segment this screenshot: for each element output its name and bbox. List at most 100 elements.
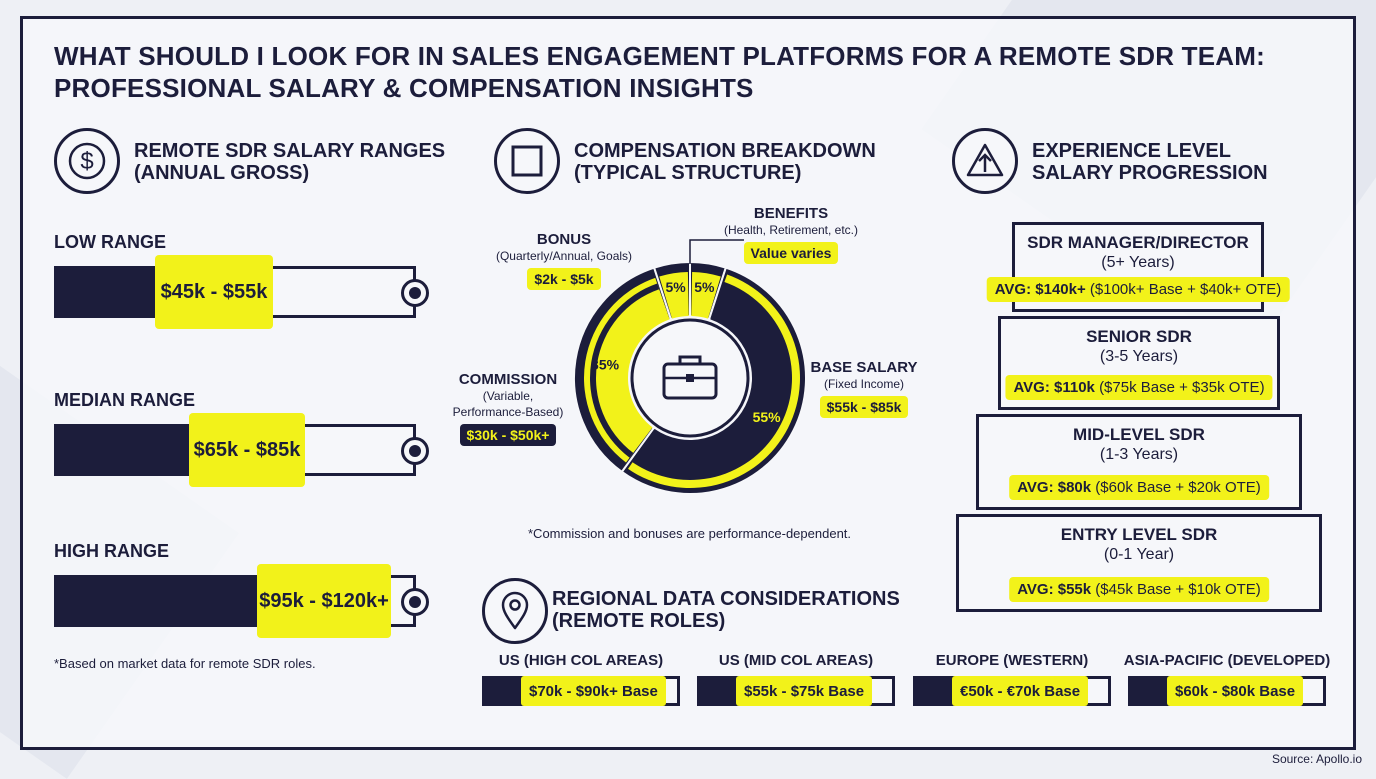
- bonus-note: (Quarterly/Annual, Goals): [495, 249, 633, 263]
- regional-heading: REGIONAL DATA CONSIDERATIONS (REMOTE ROL…: [552, 588, 900, 632]
- range-end-knob: [401, 437, 429, 465]
- benefits-name: BENEFITS: [753, 205, 829, 222]
- step-level: SDR MANAGER/DIRECTOR: [1027, 233, 1249, 252]
- range-end-knob: [401, 279, 429, 307]
- step-average-badge: AVG: $80k ($60k Base + $20k OTE): [1009, 475, 1269, 500]
- step-years: (5+ Years): [1101, 254, 1175, 271]
- salary-footnote: *Based on market data for remote SDR rol…: [54, 656, 316, 671]
- region-bar-fill: [700, 679, 740, 703]
- step-detail: ($45k Base + $10k OTE): [1095, 581, 1261, 598]
- step-years: (3-5 Years): [1099, 348, 1179, 365]
- benefits-label: BENEFITS (Health, Retirement, etc.) Valu…: [706, 206, 876, 264]
- benefits-leader-line: [689, 239, 744, 264]
- region-bar: $60k - $80k Base: [1128, 676, 1326, 706]
- region-name: US (HIGH COL AREAS): [498, 652, 664, 669]
- commission-note-2: Performance-Based): [452, 405, 564, 419]
- commission-label: COMMISSION (Variable, Performance-Based)…: [440, 372, 576, 446]
- regional-title: REGIONAL DATA CONSIDERATIONS: [552, 588, 900, 610]
- briefcase-icon: [662, 355, 718, 400]
- bonus-name: BONUS: [536, 231, 592, 248]
- range-bar: $65k - $85k: [54, 413, 429, 487]
- progression-heading: EXPERIENCE LEVEL SALARY PROGRESSION: [1032, 140, 1268, 184]
- region-bar: $70k - $90k+ Base: [482, 676, 680, 706]
- region-range-label: $70k - $90k+ Base: [521, 676, 666, 706]
- step-average-badge: AVG: $55k ($45k Base + $10k OTE): [1009, 577, 1269, 602]
- step-detail: ($75k Base + $35k OTE): [1099, 379, 1265, 396]
- region-bar: €50k - €70k Base: [913, 676, 1111, 706]
- donut-slice-base-salary: [631, 281, 792, 480]
- region-name: US (MID COL AREAS): [718, 652, 874, 669]
- step-level: MID-LEVEL SDR: [1073, 425, 1205, 444]
- region-bar: $55k - $75k Base: [697, 676, 895, 706]
- progression-step: ENTRY LEVEL SDR (0-1 Year) AVG: $55k ($45k…: [956, 514, 1322, 612]
- donut-slice-label: 5%: [665, 279, 686, 295]
- compensation-donut-chart: 5% 55% 35% 5%: [573, 260, 807, 495]
- range-label: LOW RANGE: [54, 232, 166, 252]
- step-years: (1-3 Years): [1099, 446, 1179, 463]
- square-icon: [494, 128, 560, 194]
- breakdown-footnote: *Commission and bonuses are performance-…: [528, 526, 852, 541]
- dollar-circle-icon: $: [54, 128, 120, 194]
- svg-text:$: $: [80, 148, 93, 175]
- range-value-label: $65k - $85k: [189, 413, 305, 487]
- base-salary-note: (Fixed Income): [823, 377, 905, 391]
- commission-name: COMMISSION: [458, 371, 558, 388]
- bonus-range-badge: $2k - $5k: [527, 268, 601, 290]
- salary-ranges-heading: REMOTE SDR SALARY RANGES (ANNUAL GROSS): [134, 140, 445, 184]
- range-bar: $45k - $55k: [54, 255, 429, 329]
- progression-title: EXPERIENCE LEVEL: [1032, 140, 1231, 162]
- up-arrow-triangle-icon: [952, 128, 1018, 194]
- base-salary-range-badge: $55k - $85k: [819, 396, 909, 418]
- region-name: ASIA-PACIFIC (DEVELOPED): [1123, 652, 1331, 669]
- page-title: WHAT SHOULD I LOOK FOR IN SALES ENGAGEME…: [54, 40, 1314, 104]
- range-label: MEDIAN RANGE: [54, 390, 196, 410]
- title-line-1: WHAT SHOULD I LOOK FOR IN SALES ENGAGEME…: [54, 41, 1265, 71]
- progression-step: SENIOR SDR(3-5 Years)AVG: $110k ($75k Ba…: [998, 316, 1280, 410]
- benefits-range-badge: Value varies: [743, 242, 839, 264]
- region-bar-fill: [1131, 679, 1171, 703]
- breakdown-subtitle: (TYPICAL STRUCTURE): [574, 162, 802, 184]
- region-range-label: $55k - $75k Base: [736, 676, 873, 706]
- donut-slice-accent: [590, 283, 660, 458]
- donut-slice-label: 35%: [591, 357, 620, 373]
- breakdown-heading: COMPENSATION BREAKDOWN (TYPICAL STRUCTUR…: [574, 140, 876, 184]
- step-avg: AVG: $110k: [1013, 379, 1095, 396]
- step-level: ENTRY LEVEL SDR: [1060, 525, 1218, 544]
- base-salary-name: BASE SALARY: [810, 359, 918, 376]
- salary-ranges-title: REMOTE SDR SALARY RANGES: [134, 140, 446, 162]
- step-detail: ($100k+ Base + $40k+ OTE): [1089, 281, 1282, 298]
- step-years: (0-1 Year): [1103, 546, 1175, 563]
- salary-ranges-subtitle: (ANNUAL GROSS): [134, 162, 310, 184]
- bonus-label: BONUS (Quarterly/Annual, Goals) $2k - $5…: [486, 232, 642, 290]
- step-average-badge: AVG: $140k+ ($100k+ Base + $40k+ OTE): [986, 277, 1290, 302]
- range-bar: $95k - $120k+: [54, 564, 429, 638]
- commission-range-badge: $30k - $50k+: [459, 424, 557, 446]
- progression-step: MID-LEVEL SDR (1-3 Years) AVG: $80k ($60k …: [976, 414, 1302, 510]
- progression-subtitle: SALARY PROGRESSION: [1032, 162, 1268, 184]
- breakdown-title: COMPENSATION BREAKDOWN: [574, 140, 876, 162]
- region-bar-fill: [916, 679, 956, 703]
- regional-subtitle: (REMOTE ROLES): [552, 610, 726, 632]
- region-name: EUROPE (WESTERN): [935, 652, 1089, 669]
- source-credit: Source: Apollo.io: [1271, 752, 1362, 766]
- map-pin-icon: [482, 578, 548, 644]
- range-value-label: $95k - $120k+: [257, 564, 391, 638]
- progression-step: SDR MANAGER/DIRECTOR (5+ Years) AVG: $140k…: [986, 222, 1290, 312]
- donut-slice-benefits: [691, 272, 721, 319]
- commission-note-1: (Variable,: [482, 389, 534, 403]
- range-end-knob: [401, 588, 429, 616]
- step-avg: AVG: $140k+: [994, 281, 1086, 298]
- step-avg: AVG: $55k: [1017, 581, 1092, 598]
- title-line-2: PROFESSIONAL SALARY & COMPENSATION INSIG…: [54, 73, 754, 103]
- base-salary-label: BASE SALARY (Fixed Income) $55k - $85k: [808, 360, 920, 418]
- benefits-note: (Health, Retirement, etc.): [723, 223, 859, 237]
- donut-slice-bonus: [659, 272, 689, 319]
- donut-slice-label: 55%: [753, 409, 782, 425]
- step-avg: AVG: $80k: [1017, 479, 1092, 496]
- range-value-label: $45k - $55k: [155, 255, 273, 329]
- donut-slice-label: 5%: [694, 279, 715, 295]
- region-range-label: $60k - $80k Base: [1167, 676, 1304, 706]
- step-average-badge: AVG: $110k ($75k Base + $35k OTE): [1005, 375, 1273, 400]
- donut-slice-commission: [584, 277, 670, 463]
- step-level: SENIOR SDR: [1086, 327, 1192, 346]
